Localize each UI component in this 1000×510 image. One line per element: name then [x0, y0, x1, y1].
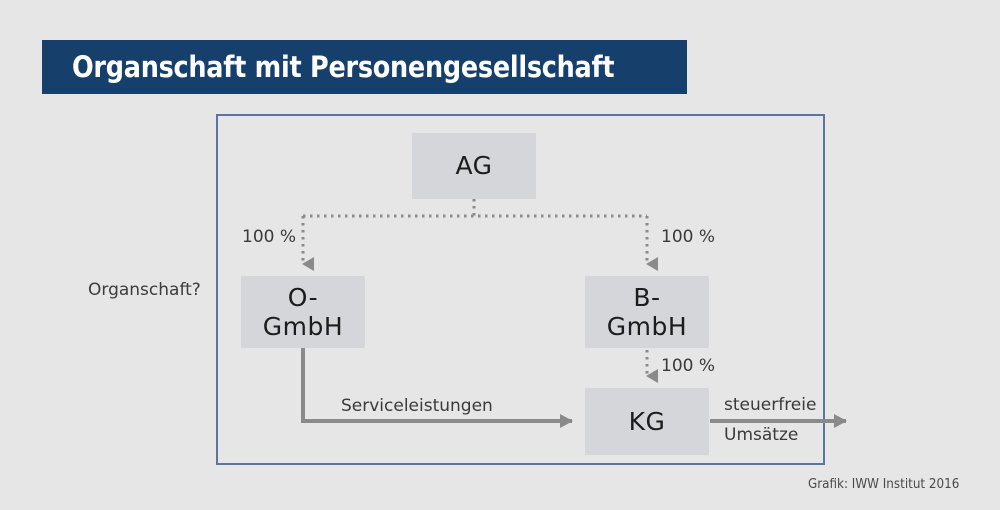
- credit-line: Grafik: IWW Institut 2016: [808, 477, 960, 492]
- node-o-gmbh[interactable]: O- GmbH: [241, 276, 365, 348]
- edge-label-ag-to-ogmbh-percent: 100 %: [242, 227, 297, 247]
- node-kg[interactable]: KG: [585, 388, 709, 455]
- node-o-gmbh-label: O- GmbH: [263, 283, 343, 342]
- node-b-gmbh[interactable]: B- GmbH: [585, 276, 709, 348]
- node-ag[interactable]: AG: [412, 133, 536, 199]
- edge-label-serviceleistungen: Serviceleistungen: [341, 396, 493, 416]
- node-o-gmbh-label-line2: GmbH: [262, 312, 344, 341]
- node-o-gmbh-label-line1: O-: [287, 282, 319, 312]
- node-b-gmbh-label: B- GmbH: [607, 283, 687, 342]
- page-title: Organschaft mit Personengesellschaft: [72, 50, 615, 84]
- node-ag-label: AG: [455, 151, 493, 181]
- diagram-frame: [216, 114, 825, 465]
- node-b-gmbh-label-line2: GmbH: [606, 312, 688, 341]
- node-b-gmbh-label-line1: B-: [633, 282, 661, 312]
- annotation-organschaft-question: Organschaft?: [88, 280, 201, 300]
- title-banner: Organschaft mit Personengesellschaft: [42, 40, 687, 94]
- edge-label-kg-output-line1: steuerfreie: [724, 395, 817, 415]
- edge-label-ag-to-bgmbh-percent: 100 %: [661, 227, 716, 247]
- edge-label-kg-output-line2: Umsätze: [724, 425, 799, 445]
- node-kg-label: KG: [628, 406, 666, 436]
- edge-label-bgmbh-to-kg-percent: 100 %: [661, 356, 716, 376]
